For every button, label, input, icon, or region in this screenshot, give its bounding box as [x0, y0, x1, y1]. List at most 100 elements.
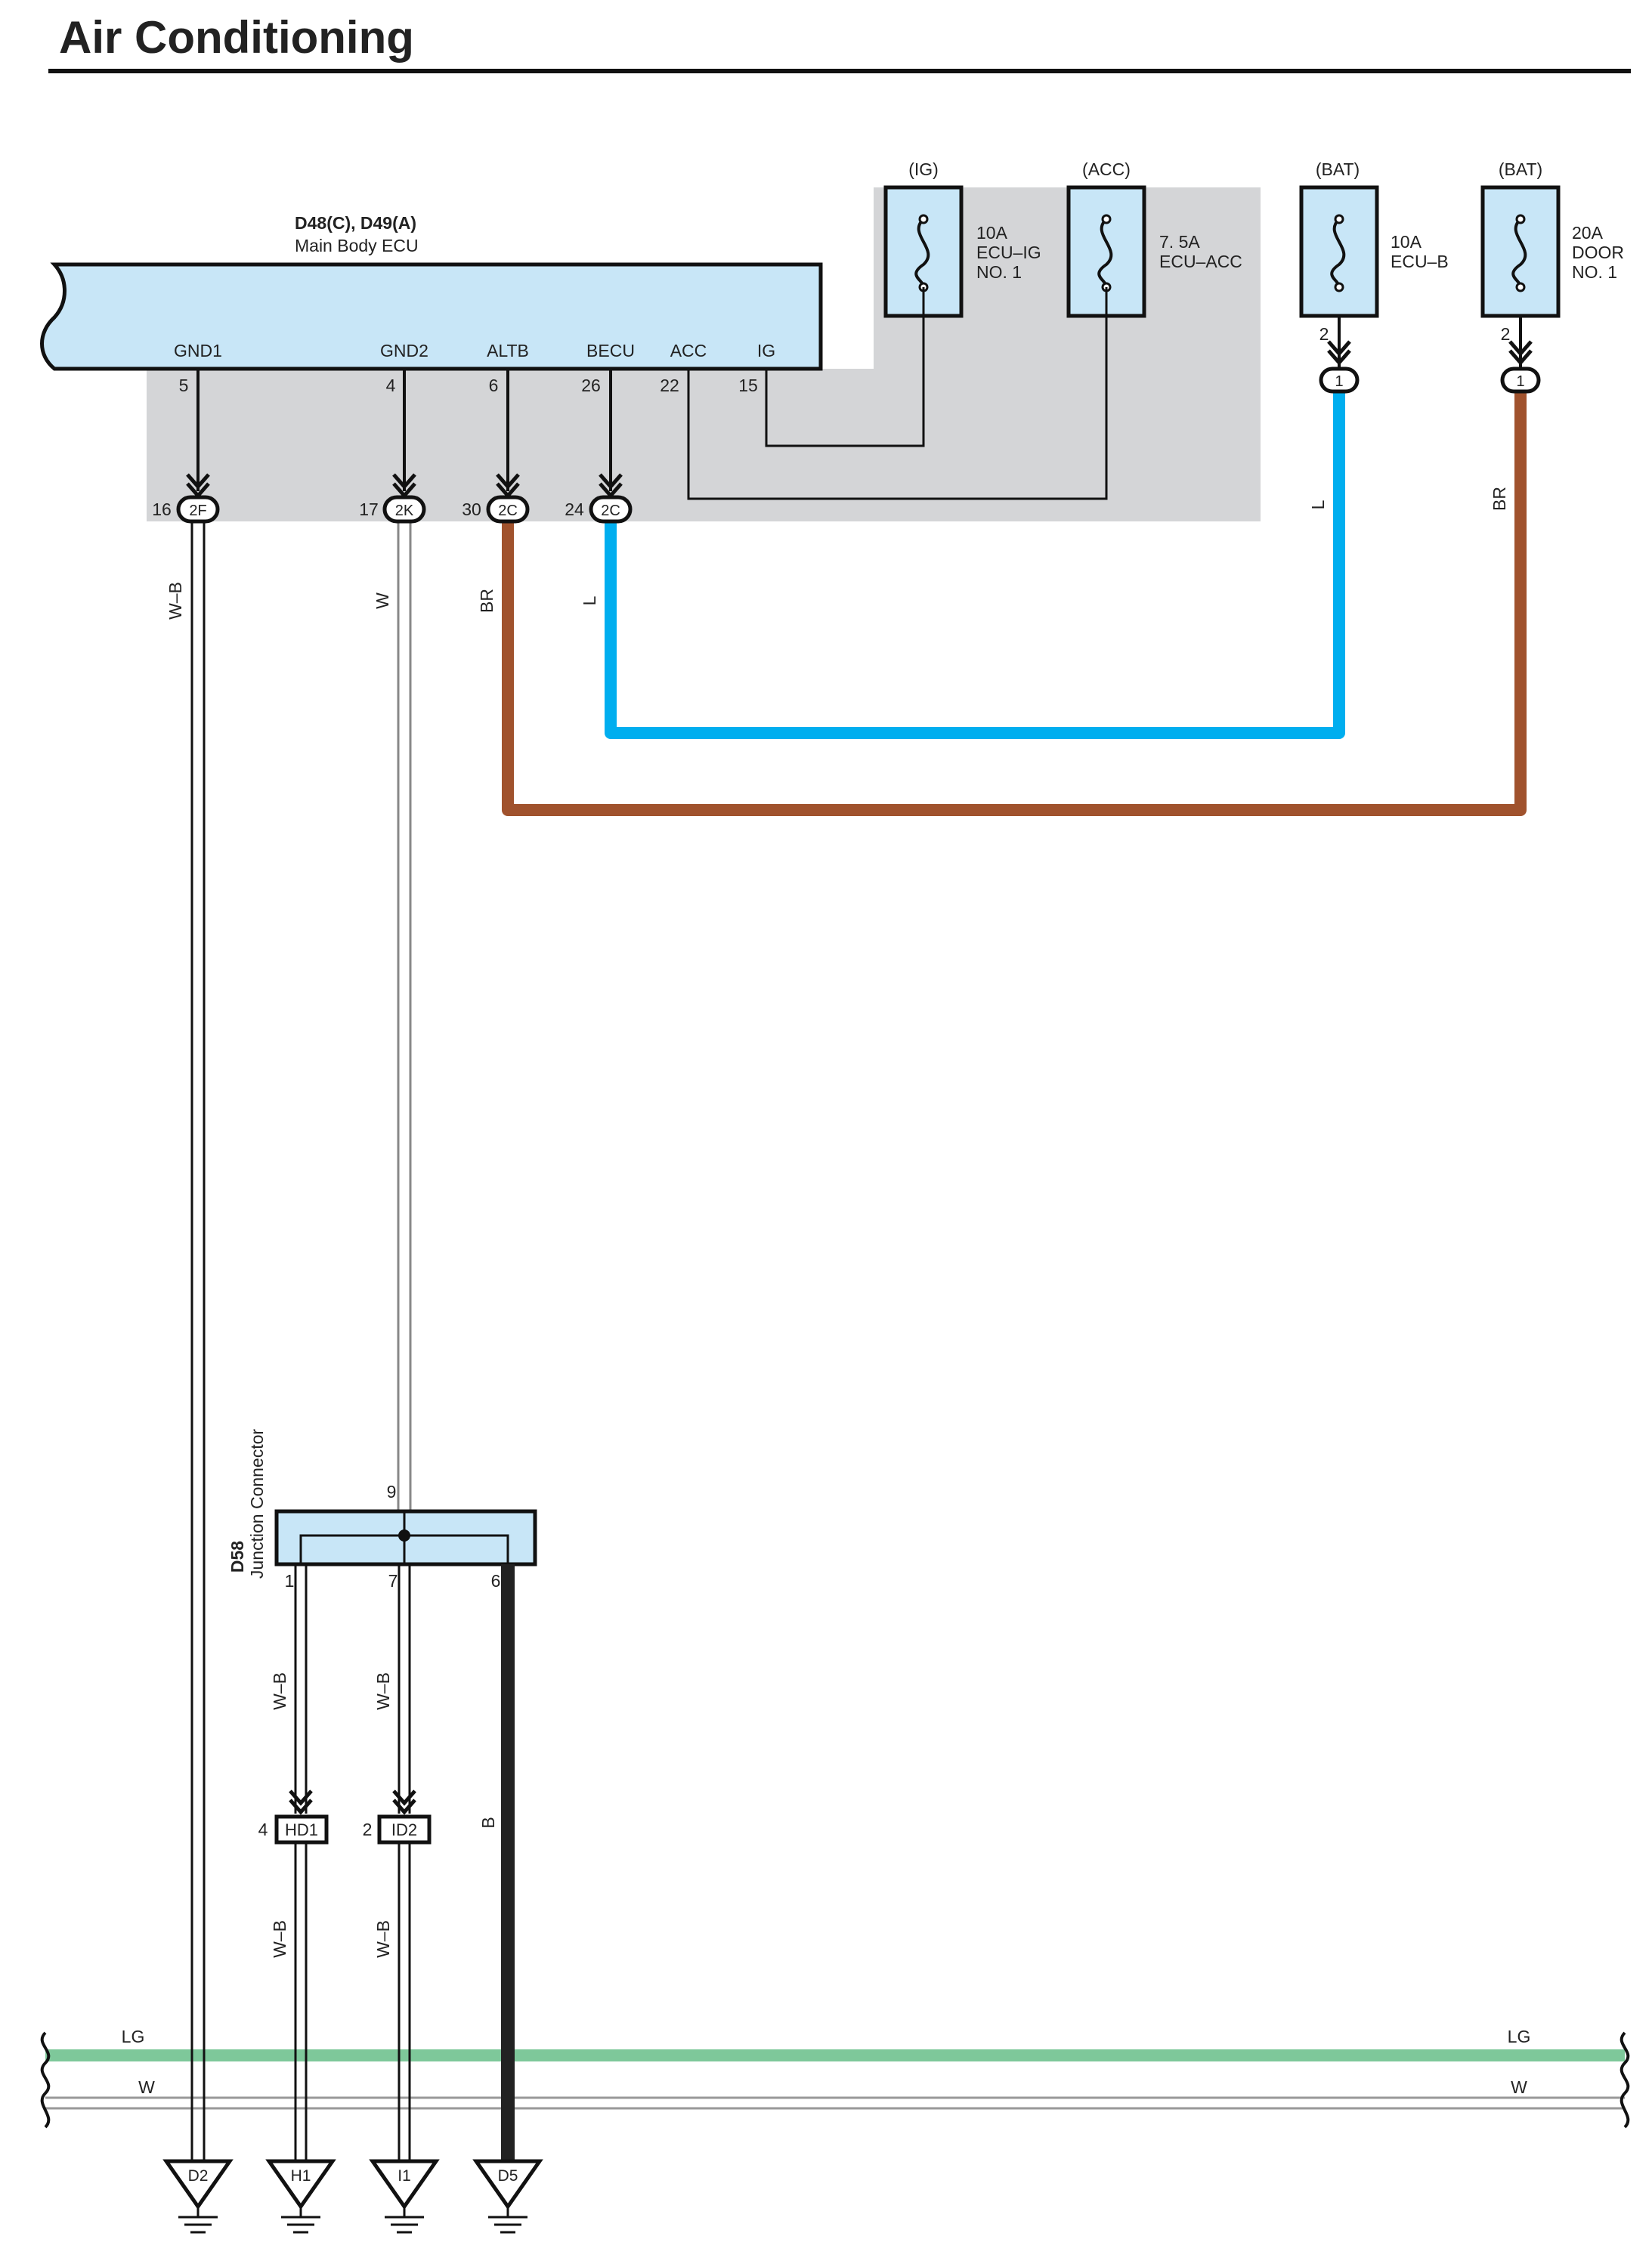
fuse-name: DOOR [1572, 243, 1624, 262]
ecu-pin-label-acc: ACC [670, 341, 707, 360]
ecu-pin-number-gnd1: 5 [179, 376, 189, 395]
bus-label-w-right: W [1511, 2077, 1527, 2097]
fuse-door-no1: (BAT) 20A DOOR NO. 1 2 [1480, 159, 1624, 344]
wire-label-junction-1: W–B [270, 1672, 289, 1710]
wire-junction-7-wb [398, 1564, 411, 1814]
bus-label-w-left: W [138, 2077, 155, 2097]
wire-label-br-fuse: BR [1490, 487, 1509, 511]
fuse-icon [914, 218, 930, 288]
wire-label-l-fuse: L [1308, 499, 1328, 509]
ground-id: I1 [398, 2167, 411, 2185]
connector-pin: 2 [363, 1820, 373, 1839]
junction-name: Junction Connector [247, 1429, 267, 1579]
fuse-rating: 10A [1391, 232, 1422, 252]
connector-id: 2K [395, 503, 414, 519]
fuse-connector-door: 1 [1500, 366, 1541, 394]
bus-break-right [1620, 2031, 1630, 2129]
ecu-pin-number-acc: 22 [660, 376, 679, 395]
wire-junction-1-wb [294, 1564, 308, 1814]
ecu-pin-number-gnd2: 4 [386, 376, 396, 395]
ground-icon [265, 2159, 336, 2210]
ecu-name: Main Body ECU [295, 236, 419, 255]
fuse-box [1480, 185, 1561, 318]
fuse-source: (ACC) [1082, 159, 1131, 179]
connector-pin: 30 [462, 499, 481, 519]
connector-pin: 16 [152, 499, 172, 519]
fuse-ecu-b: (BAT) 10A ECU–B 2 [1299, 159, 1449, 344]
ground-id: D5 [498, 2167, 518, 2185]
wire-hd1-ground [294, 1842, 308, 2178]
ground-icon [162, 2159, 234, 2210]
fuse-icon [1511, 218, 1527, 288]
fuse-name-line2: NO. 1 [1572, 262, 1617, 282]
wire-gnd1-wb [190, 521, 206, 2178]
ground-d5: D5 [472, 2159, 543, 2234]
connector-pin: 17 [359, 499, 379, 519]
wire-gnd2-w [397, 521, 412, 1511]
fuse-source: (IG) [908, 159, 939, 179]
connector-id: ID2 [391, 1820, 417, 1839]
fuse-terminal-bottom [1515, 282, 1526, 292]
connector-oval [1319, 366, 1360, 394]
connector-oval [1500, 366, 1541, 394]
wire-label-wb-gnd1: W–B [166, 582, 185, 620]
ecu-pin-label-altb: ALTB [487, 341, 529, 360]
junction-out-pin-6: 6 [491, 1571, 501, 1591]
fuse-rating: 20A [1572, 223, 1604, 243]
wire-label-br-altb: BR [477, 589, 497, 613]
fuse-box [1299, 185, 1379, 318]
junction-node [398, 1529, 410, 1542]
ground-id: D2 [188, 2167, 209, 2185]
fuse-source: (BAT) [1316, 159, 1360, 179]
fuse-name-line2: NO. 1 [976, 262, 1022, 282]
inline-connector-id2: ID2 2 [363, 1814, 432, 1845]
junction-in-pin: 9 [387, 1482, 397, 1502]
inline-connector-hd1: HD1 4 [258, 1814, 329, 1845]
junction-connector-d58: 9 D58 Junction Connector 1 7 6 [227, 1429, 537, 1591]
connector-id: 2F [189, 503, 206, 519]
fuse-terminal-top [1334, 214, 1344, 224]
wire-label-junction-7: W–B [373, 1672, 393, 1710]
wire-br-brown [502, 389, 1527, 816]
bus-lines: LG LG W W [40, 2027, 1630, 2129]
ground-icon [472, 2159, 543, 2210]
ecu-connector-2f: 2F 16 [152, 495, 220, 524]
fuse-connector-b: 1 [1319, 366, 1360, 394]
ecu-pin-number-ig: 15 [738, 376, 758, 395]
ground-icon [369, 2159, 440, 2210]
wire-l-blue [605, 389, 1345, 739]
ground-i1: I1 [369, 2159, 440, 2234]
fuse-terminal-top [1101, 214, 1112, 224]
bus-label-lg-left: LG [122, 2027, 145, 2046]
ecu-connector-2c-becu: 2C 24 [565, 495, 633, 524]
connector-oval [176, 495, 220, 524]
wire-label-w-gnd2: W [373, 592, 392, 609]
connector-box [274, 1814, 329, 1845]
ecu-pin-label-ig: IG [757, 341, 775, 360]
wire-acc [687, 287, 1108, 500]
fuse-terminal-bottom [1334, 282, 1344, 292]
junction-out-pin-1: 1 [285, 1571, 295, 1591]
fuse-source: (BAT) [1499, 159, 1542, 179]
ecu-pin-label-becu: BECU [586, 341, 635, 360]
ecu-pin-number-becu: 26 [581, 376, 601, 395]
fuse-pin: 2 [1501, 324, 1511, 344]
ecu-connector-2c-altb: 2C 30 [462, 495, 530, 524]
ground-id: H1 [291, 2167, 311, 2185]
connector-id: 2C [498, 503, 518, 519]
fuse-terminal-top [1515, 214, 1526, 224]
fuse-icon [1330, 218, 1346, 288]
connector-id: 2C [601, 503, 620, 519]
wire-label-junction-6: B [478, 1817, 498, 1828]
connector-box [377, 1814, 432, 1845]
connector-id: 1 [1335, 373, 1343, 390]
wire-label-l-becu: L [580, 595, 599, 605]
ground-d2: D2 [162, 2159, 234, 2234]
wire-label-hd1: W–B [270, 1920, 289, 1958]
connector-id: 1 [1516, 373, 1524, 390]
junction-out-pin-7: 7 [388, 1571, 398, 1591]
wire-ig [765, 287, 925, 447]
ecu-pin-label-gnd1: GND1 [174, 341, 222, 360]
ecu-pin-number-altb: 6 [489, 376, 499, 395]
inline-arrow-heads [289, 1789, 416, 1815]
